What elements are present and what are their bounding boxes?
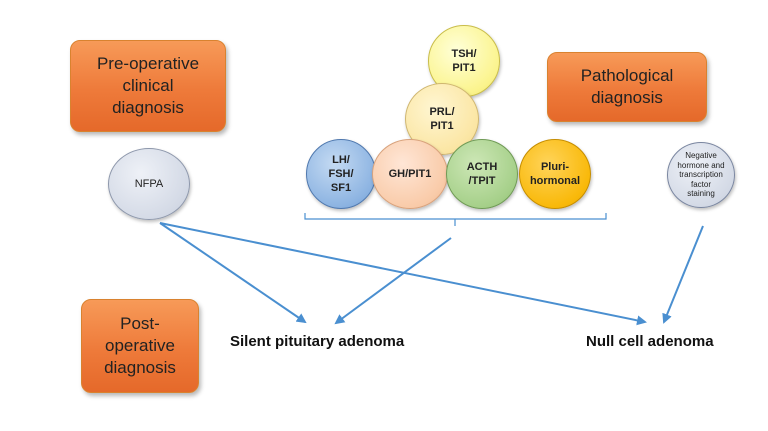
nfpa-circle: NFPA bbox=[108, 148, 190, 220]
lh-fsh-sf1-circle: LH/ FSH/ SF1 bbox=[306, 139, 376, 209]
tsh-pit1-circle: TSH/ PIT1 bbox=[428, 25, 500, 97]
pathological-diagnosis-box: Pathological diagnosis bbox=[547, 52, 707, 122]
preoperative-diagnosis-box: Pre-operative clinical diagnosis bbox=[70, 40, 226, 132]
postoperative-diagnosis-box: Post- operative diagnosis bbox=[81, 299, 199, 393]
gh-pit1-circle: GH/PIT1 bbox=[372, 139, 448, 209]
plurihormonal-circle: Pluri- hormonal bbox=[519, 139, 591, 209]
null-cell-adenoma-label: Null cell adenoma bbox=[586, 333, 714, 350]
acth-tpit-circle: ACTH /TPIT bbox=[446, 139, 518, 209]
silent-pituitary-adenoma-label: Silent pituitary adenoma bbox=[230, 333, 405, 350]
group-bracket bbox=[304, 213, 607, 226]
negative-staining-circle: Negative hormone and transcription facto… bbox=[667, 142, 735, 208]
arrow-nfpa-to-silent bbox=[159, 222, 307, 324]
arrow-group-to-silent bbox=[334, 237, 452, 325]
arrow-nfpa-to-null bbox=[159, 222, 647, 326]
arrow-negative-to-null bbox=[662, 225, 704, 324]
